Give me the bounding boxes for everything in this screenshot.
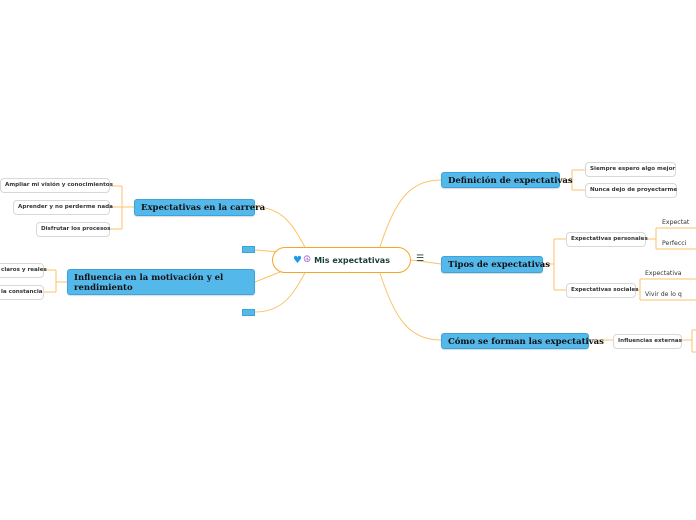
topic-definicion[interactable]: Definición de expectativas	[441, 172, 573, 188]
empty-topic[interactable]	[242, 309, 255, 316]
leaf-topic[interactable]: Expectat	[662, 219, 690, 226]
leaf-topic[interactable]: Expectativa	[645, 270, 682, 277]
subtopic-sociales[interactable]: Expectativas sociales	[566, 283, 639, 298]
topic-influencia[interactable]: Influencia en la motivación y el rendimi…	[67, 269, 255, 295]
subtopic[interactable]: Nunca dejo de proyectarme	[585, 183, 677, 198]
subtopic[interactable]: Influencias externas	[613, 334, 682, 349]
blue-heart-icon: ♥	[293, 254, 302, 266]
central-topic-label: Mis expectativas	[314, 255, 390, 265]
leaf-topic[interactable]: Perfecci	[662, 240, 687, 247]
subtopic[interactable]: Ampliar mi visión y conocimientos	[0, 178, 113, 193]
subtopic[interactable]: la constancia	[0, 285, 44, 300]
subtopic[interactable]: Disfrutar los procesos	[36, 222, 110, 237]
central-topic[interactable]: ♥ ☮ Mis expectativas	[272, 247, 411, 273]
leaf-topic[interactable]: Vivir de lo q	[645, 291, 682, 298]
topic-forman[interactable]: Cómo se forman las expectativas	[441, 333, 604, 349]
empty-topic[interactable]	[242, 246, 255, 253]
subtopic[interactable]: Siempre espero algo mejor	[585, 162, 676, 177]
subtopic-personales[interactable]: Expectativas personales	[566, 232, 648, 247]
topic-carrera[interactable]: Expectativas en la carrera	[134, 199, 265, 216]
subtopic[interactable]: claros y reales	[0, 263, 47, 278]
subtopic[interactable]: Aprender y no perderme nada	[13, 200, 113, 215]
topic-tipos[interactable]: Tipos de expectativas	[441, 256, 550, 273]
hamburger-menu-icon[interactable]: ☰	[416, 254, 425, 264]
peace-icon: ☮	[302, 255, 312, 265]
